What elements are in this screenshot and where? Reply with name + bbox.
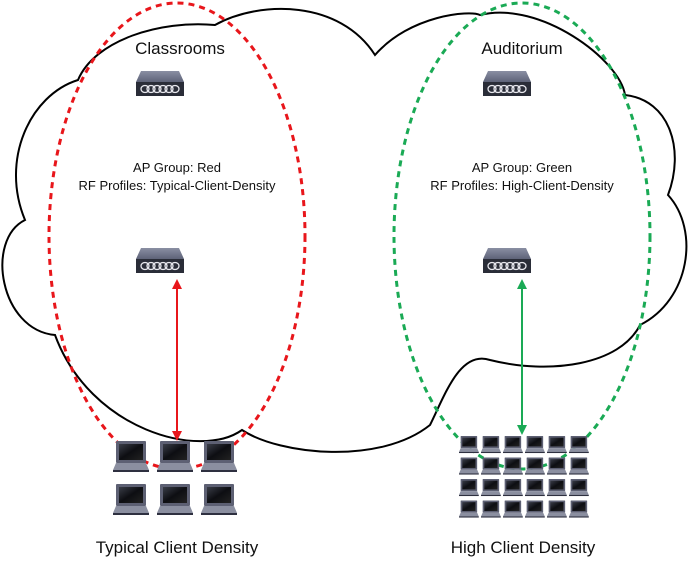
high-client-laptops [459, 436, 589, 518]
green-ap-group-boundary [392, 1, 652, 471]
access-point-icon [135, 70, 185, 97]
access-point-icon [135, 247, 185, 274]
laptop-icon [503, 500, 523, 518]
access-point-icon [482, 70, 532, 97]
access-point-icon [482, 247, 532, 274]
laptop-icon [547, 479, 567, 497]
laptop-icon [481, 457, 501, 475]
laptop-icon [525, 436, 545, 454]
network-cloud [1, 7, 688, 453]
laptop-icon [569, 436, 589, 454]
laptop-icon [481, 500, 501, 518]
laptop-icon [525, 479, 545, 497]
laptop-icon [547, 436, 567, 454]
ap-group-green-label: AP Group: Green [472, 160, 572, 175]
zone-title-auditorium: Auditorium [481, 39, 562, 58]
laptop-icon [157, 484, 193, 515]
laptop-icon [481, 479, 501, 497]
laptop-icon [503, 457, 523, 475]
laptop-icon [201, 484, 237, 515]
laptop-icon [547, 457, 567, 475]
laptop-icon [503, 436, 523, 454]
laptop-icon [525, 457, 545, 475]
zone-title-classrooms: Classrooms [135, 39, 225, 58]
laptop-icon [459, 457, 479, 475]
laptop-icon [113, 484, 149, 515]
laptop-icon [459, 479, 479, 497]
typical-client-laptops [113, 441, 237, 515]
laptop-icon [459, 500, 479, 518]
laptop-icon [569, 479, 589, 497]
laptop-icon [503, 479, 523, 497]
ap-group-red-label: AP Group: Red [133, 160, 221, 175]
laptop-icon [481, 436, 501, 454]
typical-client-density-label: Typical Client Density [96, 538, 259, 557]
high-client-density-label: High Client Density [451, 538, 596, 557]
laptop-icon [547, 500, 567, 518]
laptop-icon [525, 500, 545, 518]
rf-profile-typical-label: RF Profiles: Typical-Client-Density [79, 178, 276, 193]
laptop-icon [569, 457, 589, 475]
laptop-icon [459, 436, 479, 454]
laptop-icon [157, 441, 193, 472]
laptop-icon [201, 441, 237, 472]
laptop-icon [113, 441, 149, 472]
rf-profile-high-label: RF Profiles: High-Client-Density [430, 178, 614, 193]
laptop-icon [569, 500, 589, 518]
